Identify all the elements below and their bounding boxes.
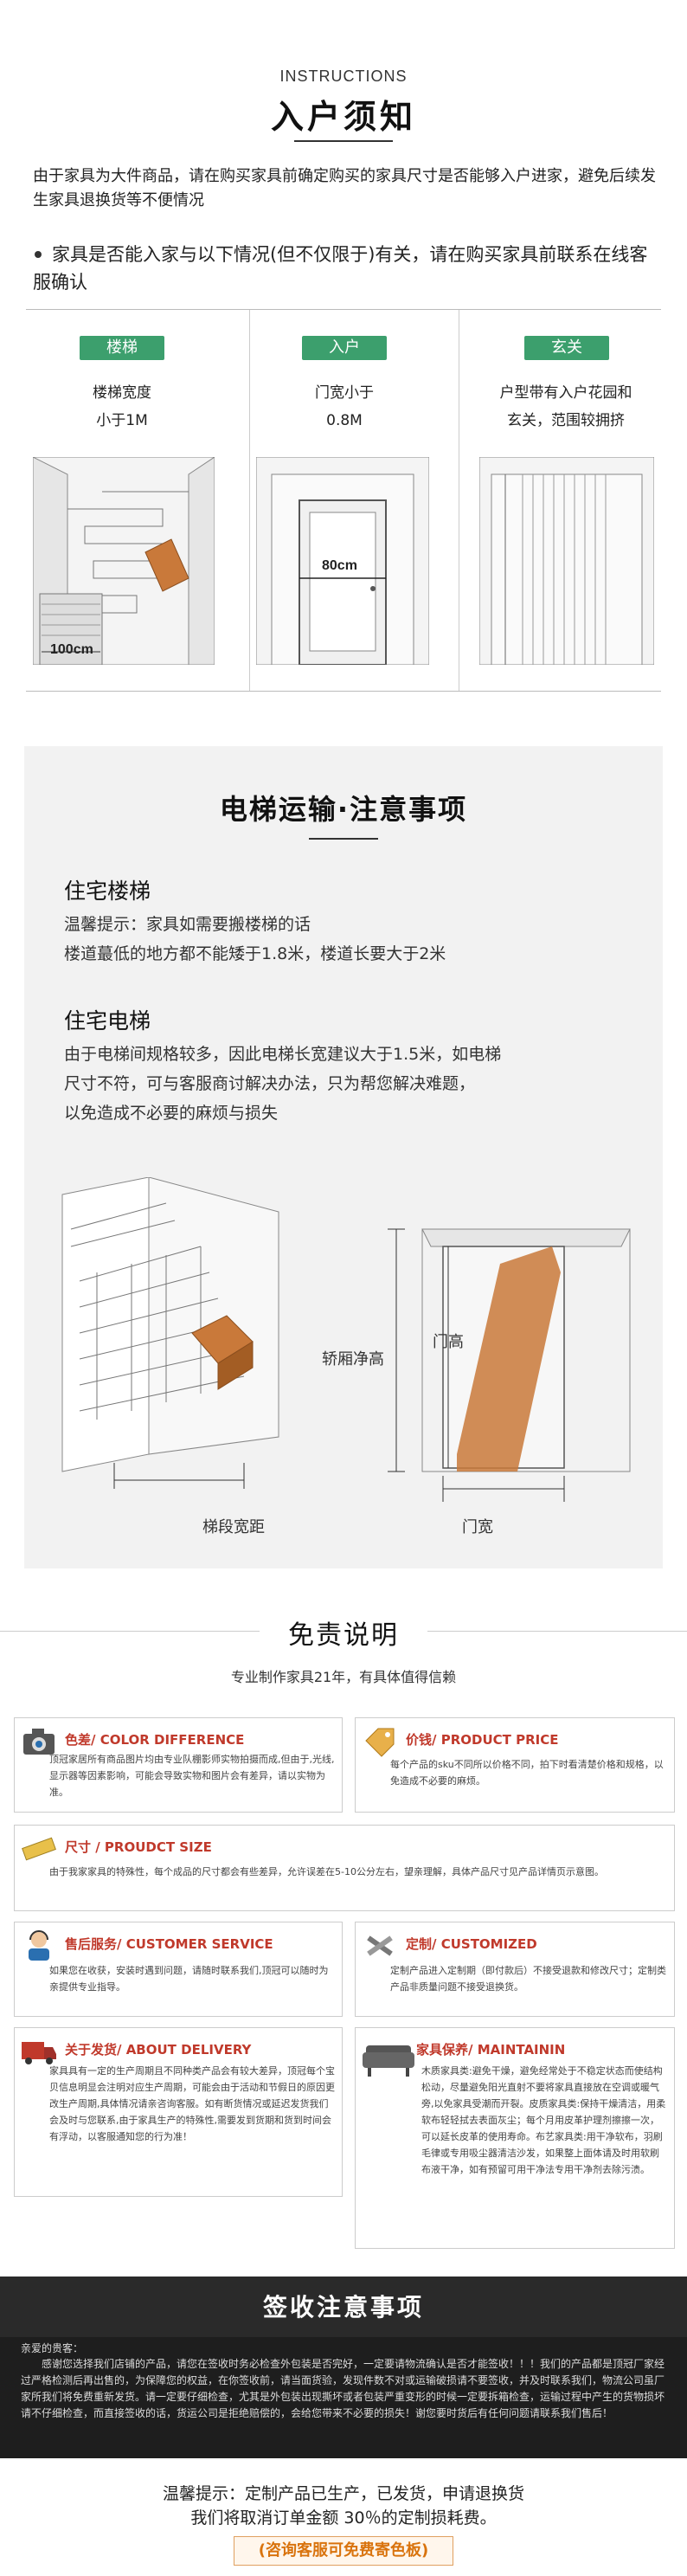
receipt-title: 签收注意事项: [262, 2293, 424, 2322]
receipt-header: [0, 2277, 687, 2337]
door-width-label: 门宽: [462, 1518, 493, 1536]
card-maintaining: 家具保养/ MAINTAININ 木质家具类:避免干燥，避免经常处于不稳定状态而…: [355, 2027, 675, 2249]
entry-line1: 门宽小于: [315, 384, 374, 402]
card-heading: 定制/ CUSTOMIZED: [406, 1936, 537, 1952]
card-text: 顶冠家居所有商品图片均由专业队棚影师实物拍摄而成,但由于,光线,显示器等因素影响…: [49, 1754, 335, 1798]
divider: [26, 691, 661, 692]
stairs-text1: 温馨提示：家具如需要搬楼梯的话: [64, 915, 311, 934]
card-color-difference: 色差/ COLOR DIFFERENCE 顶冠家居所有商品图片均由专业队棚影师实…: [14, 1717, 343, 1813]
column-divider: [249, 310, 250, 691]
tag-foyer: 玄关: [524, 336, 609, 360]
tools-icon: [361, 1928, 399, 1962]
divider: [427, 1631, 687, 1632]
divider: [26, 309, 661, 310]
elevator-heading: 住宅电梯: [64, 1008, 151, 1034]
footer-note-1: 温馨提示：定制产品已生产，已发货，申请退换货: [162, 2484, 524, 2503]
title-underline: [294, 140, 393, 142]
tag-stairs: 楼梯: [80, 336, 164, 360]
stair-width-label: 梯段宽距: [202, 1518, 265, 1536]
elevator-title: 电梯运输·注意事项: [219, 793, 468, 826]
stairs-measure: 100cm: [50, 642, 93, 657]
entry-line2: 0.8M: [326, 412, 363, 429]
bullet-paragraph: 家具是否能入家与以下情况(但不仅限于)有关，请在购买家具前联系在线客服确认: [33, 244, 648, 293]
card-heading: 尺寸 / PROUDCT SIZE: [65, 1839, 212, 1855]
card-text: 如果您在收获，安装时遇到问题，请随时联系我们,顶冠可以随时为亲提供专业指导。: [49, 1965, 329, 1993]
card-product-size: 尺寸 / PROUDCT SIZE 由于我家家具的特殊性，每个成品的尺寸都会有些…: [14, 1825, 675, 1911]
door-illustration: [256, 457, 429, 665]
card-about-delivery: 关于发货/ ABOUT DELIVERY 家具具有一定的生产周期且不同种类产品会…: [14, 2027, 343, 2197]
card-text: 木质家具类:避免干燥，避免经常处于不稳定状态而使结构松动，尽量避免阳光直射不要将…: [421, 2065, 666, 2175]
ruler-icon: [20, 1831, 58, 1865]
foyer-illustration: [479, 457, 654, 665]
stairwell-illustration: [61, 1177, 279, 1489]
sofa-icon: [361, 2033, 416, 2082]
footer-note-2: 我们将取消订单金额 30％的定制损耗费。: [190, 2508, 497, 2528]
price-tag-icon: [361, 1723, 399, 1758]
foyer-line1: 户型带有入户花园和: [499, 384, 632, 402]
divider: [0, 1631, 260, 1632]
title-underline: [309, 838, 378, 840]
camera-icon: [20, 1723, 58, 1758]
stairs-text2: 楼道蕞低的地方都不能矮于1.8米，楼道长要大于2米: [64, 944, 446, 963]
service-icon: [20, 1928, 58, 1962]
foyer-line2: 玄关，范围较拥挤: [507, 412, 625, 429]
truck-icon: [20, 2033, 58, 2068]
elevator-text2: 尺寸不符，可与客服商讨解决办法，只为帮您解决难题，: [64, 1074, 476, 1093]
stairs-heading: 住宅楼梯: [64, 879, 151, 904]
stairs-line2: 小于1M: [96, 412, 148, 429]
card-text: 家具具有一定的生产周期且不同种类产品会有较大差异，顶冠每个宝贝信息明显会注明对应…: [49, 2065, 335, 2142]
door-height-label: 门高: [433, 1333, 464, 1351]
card-heading: 价钱/ PRODUCT PRICE: [406, 1732, 559, 1748]
card-customized: 定制/ CUSTOMIZED 定制产品进入定制期（即付款后）不接受退款和修改尺寸…: [355, 1922, 675, 2017]
receipt-greeting: 亲爱的贵客：: [21, 2342, 84, 2354]
entry-measure: 80cm: [322, 558, 357, 573]
receipt-body: 感谢您选择我们店铺的产品，请您在签收时务必检查外包装是否完好，一定要请物流确认是…: [21, 2358, 665, 2419]
elevator-cabin-illustration: [388, 1228, 631, 1502]
card-text: 由于我家家具的特殊性，每个成品的尺寸都会有些差异，允许误差在5-10公分左右，望…: [49, 1866, 604, 1877]
free-color-sample-button[interactable]: (咨询客服可免费寄色板): [234, 2536, 453, 2566]
elevator-text3: 以免造成不必要的麻烦与损失: [64, 1104, 279, 1123]
card-heading: 色差/ COLOR DIFFERENCE: [65, 1732, 245, 1748]
disclaimer-subtitle: 专业制作家具21年，有具体值得信赖: [230, 1669, 457, 1685]
intro-paragraph: 由于家具为大件商品，请在购买家具前确定购买的家具尺寸是否能够入户进家，避免后续发…: [33, 167, 656, 209]
card-heading: 家具保养/ MAINTAININ: [416, 2042, 566, 2058]
elevator-text1: 由于电梯间规格较多，因此电梯长宽建议大于1.5米，如电梯: [64, 1045, 502, 1064]
bullet-dot: [35, 251, 42, 258]
card-customer-service: 售后服务/ CUSTOMER SERVICE 如果您在收获，安装时遇到问题，请随…: [14, 1922, 343, 2017]
tag-entry: 入户: [302, 336, 387, 360]
card-text: 每个产品的sku不同所以价格不同，拍下时看清楚价格和规格，以免造成不必要的麻烦。: [390, 1759, 664, 1787]
disclaimer-title: 免责说明: [288, 1620, 399, 1651]
section-en-title: INSTRUCTIONS: [279, 68, 408, 85]
card-product-price: 价钱/ PRODUCT PRICE 每个产品的sku不同所以价格不同，拍下时看清…: [355, 1717, 675, 1813]
card-heading: 关于发货/ ABOUT DELIVERY: [65, 2042, 252, 2058]
card-heading: 售后服务/ CUSTOMER SERVICE: [65, 1936, 273, 1952]
cabin-height-label: 轿厢净高: [322, 1350, 384, 1368]
page-title: 入户须知: [270, 98, 416, 136]
card-text: 定制产品进入定制期（即付款后）不接受退款和修改尺寸；定制类产品非质量问题不接受退…: [390, 1965, 666, 1993]
stairs-illustration: [33, 457, 215, 665]
stairs-line1: 楼梯宽度: [93, 384, 151, 402]
